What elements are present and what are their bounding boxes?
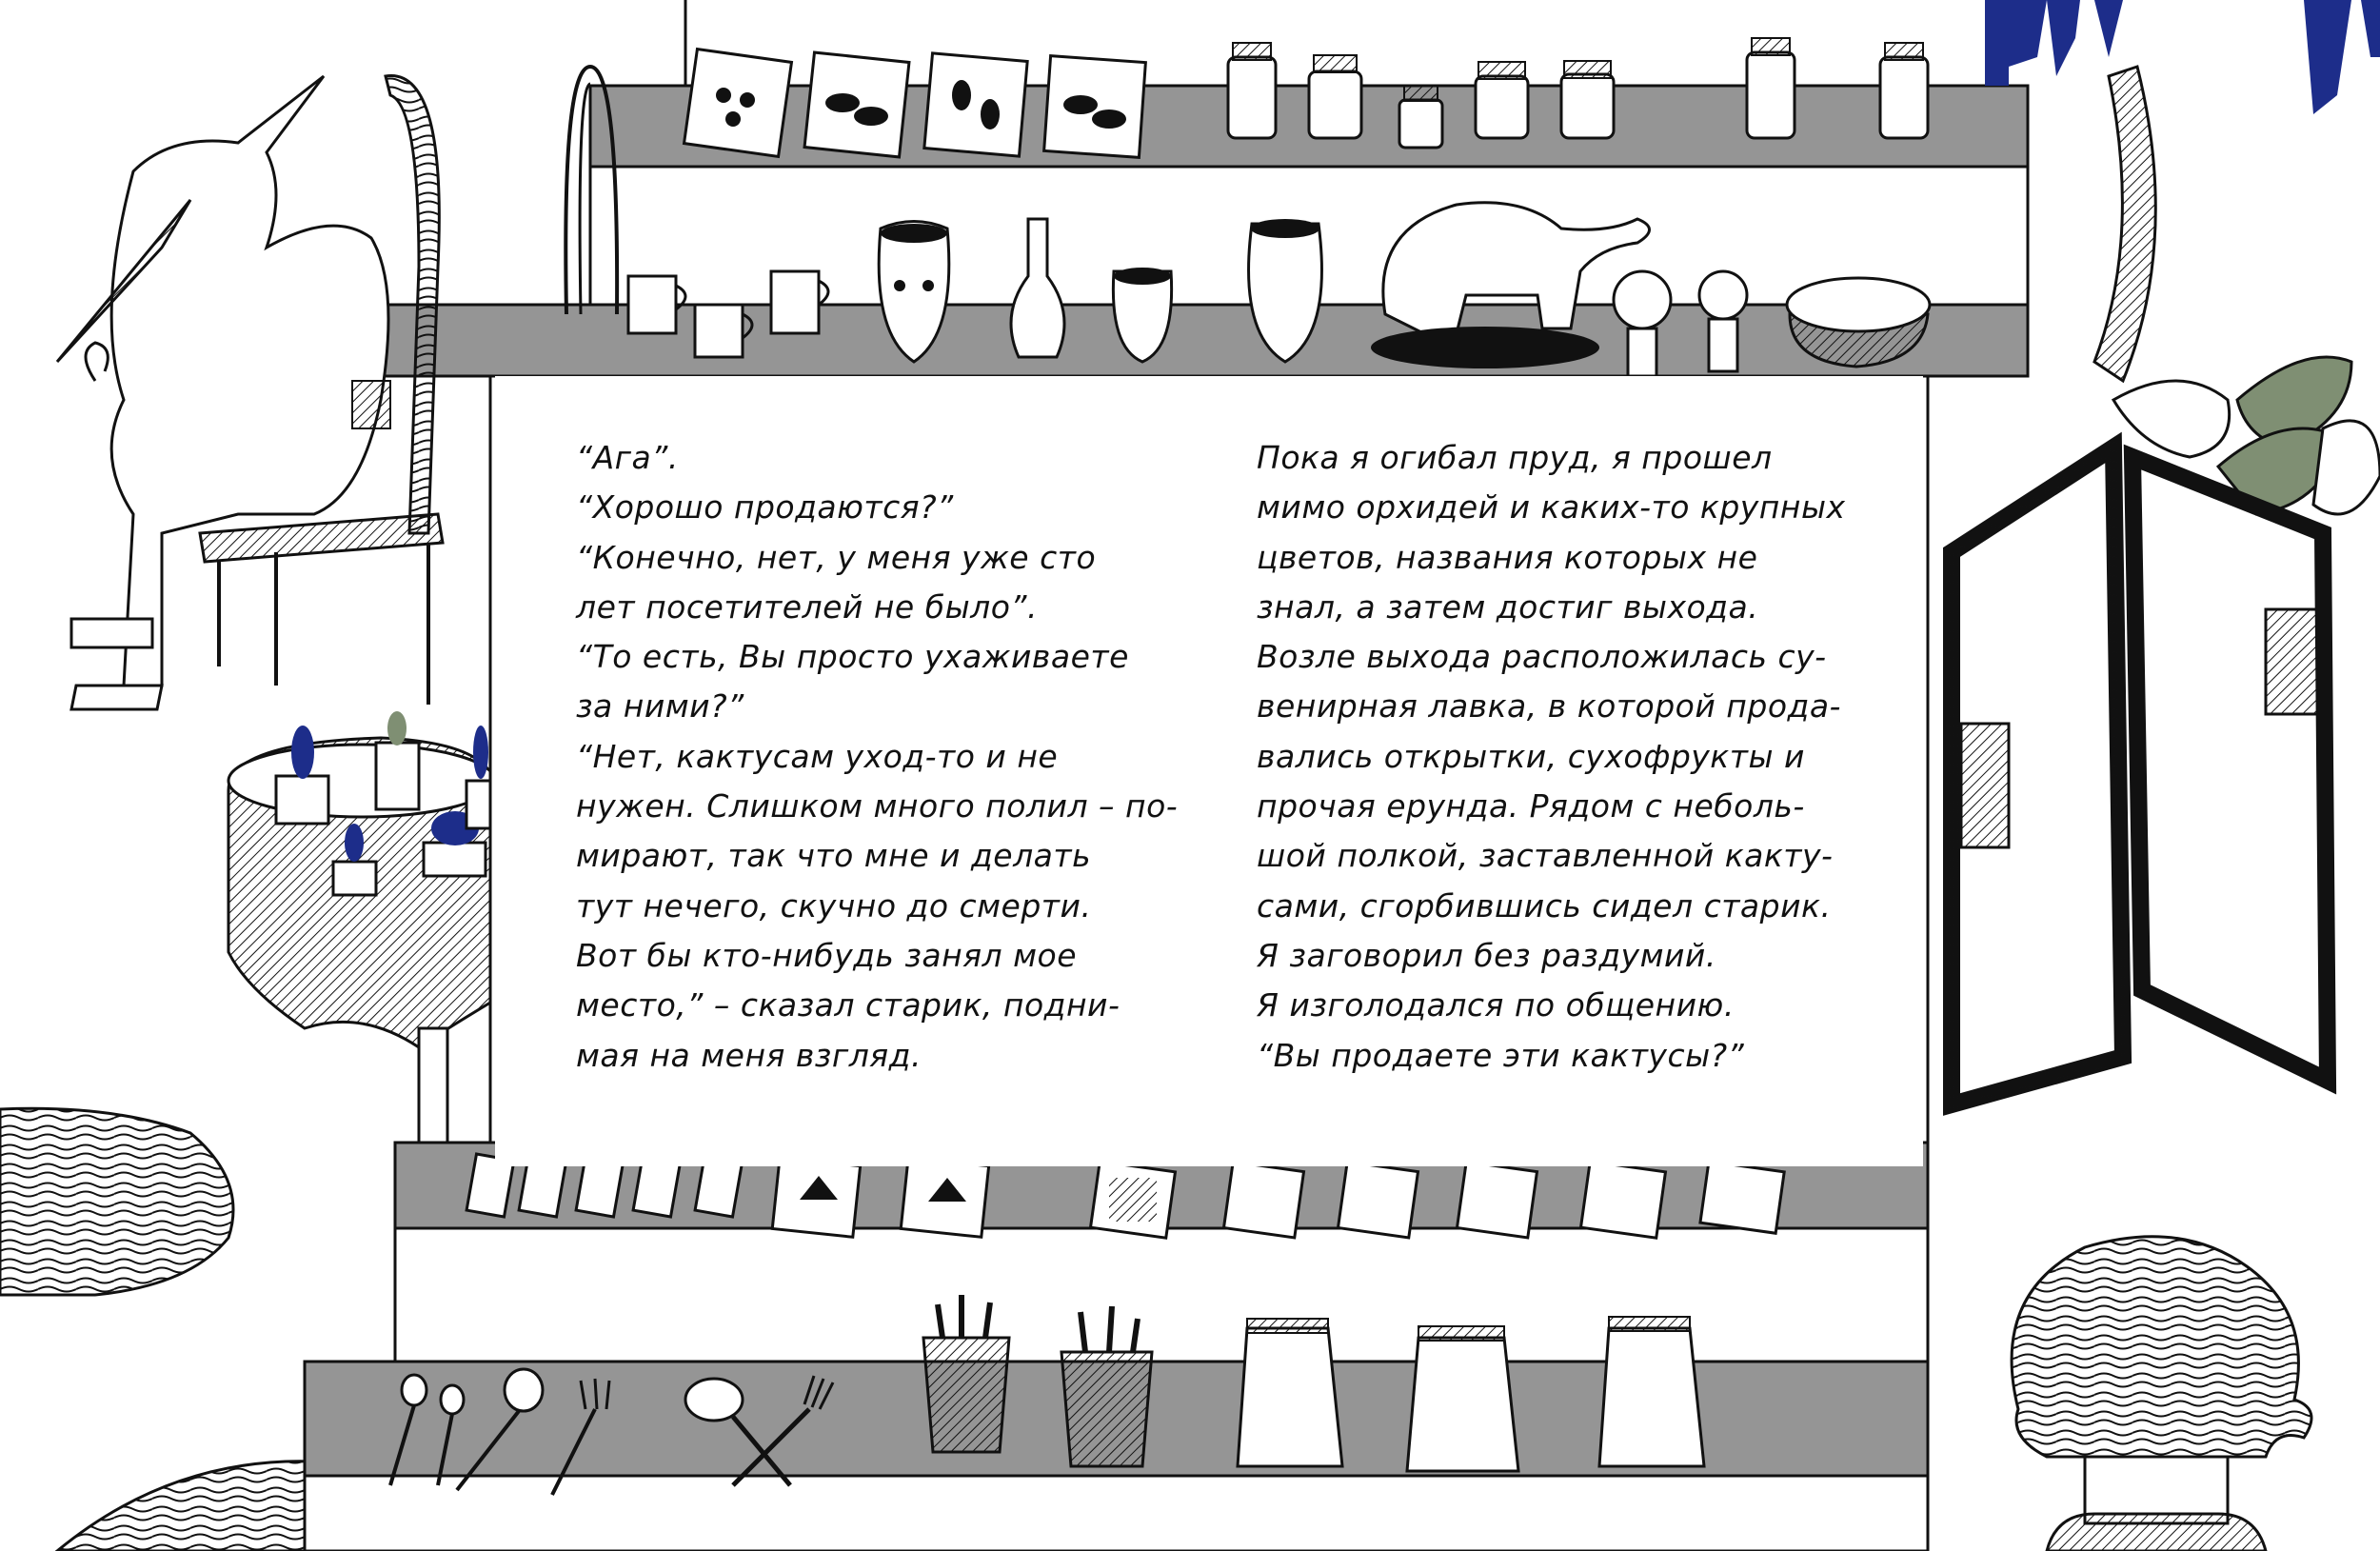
vase-icon xyxy=(1247,219,1323,364)
text-line: “Конечно, нет, у меня уже сто xyxy=(576,538,1097,576)
text-line: Я заговорил без раздумий. xyxy=(1257,936,1716,974)
left-text-column: “Ага”. “Хорошо продаются?” “Конечно, нет… xyxy=(576,433,1185,1081)
pencil-holders xyxy=(922,1295,1154,1468)
jar-icon xyxy=(1745,37,1796,140)
jar-icon xyxy=(1226,42,1278,140)
text-line: Возле выхода расположилась су- xyxy=(1257,638,1827,676)
text-line: нужен. Слишком много полил – по- xyxy=(576,787,1179,825)
cactus-table xyxy=(227,711,497,1268)
mug-icon xyxy=(626,274,687,335)
mug-icon xyxy=(769,269,830,335)
spoon-icon xyxy=(436,1383,466,1486)
text-line: мая на меня взгляд. xyxy=(576,1036,922,1074)
text-line: “Хорошо продаются?” xyxy=(576,488,954,527)
seed-packet-icon xyxy=(922,51,1029,158)
postcard-icon xyxy=(1336,1160,1420,1240)
second-shelf-items xyxy=(626,201,1932,378)
text-line: Пока я огибал пруд, я прошел xyxy=(1257,439,1773,476)
spoon-icon xyxy=(388,1373,428,1486)
cactus-pot-icon xyxy=(374,711,421,811)
spoon-icon xyxy=(684,1377,792,1487)
jar-icon xyxy=(1474,61,1530,140)
cactus-pot-icon xyxy=(422,811,487,878)
seed-packets xyxy=(682,47,1147,159)
jars xyxy=(1226,37,1930,149)
basket-icon xyxy=(1060,1305,1154,1468)
lion-figurine-icon xyxy=(1612,269,1673,378)
postcard-icon xyxy=(1578,1160,1668,1240)
text-line: цветов, названия которых не xyxy=(1257,538,1758,576)
utensils xyxy=(388,1367,835,1496)
jar-icon xyxy=(1398,85,1444,149)
seed-packet-icon xyxy=(803,50,911,159)
text-line: мимо орхидей и каких-то крупных xyxy=(1257,488,1846,527)
wood-rug xyxy=(0,1106,316,1551)
jar-icon xyxy=(1878,42,1930,140)
text-line: за ними?” xyxy=(576,687,744,726)
vase-icon xyxy=(1009,217,1066,359)
story-text-panel: “Ага”. “Хорошо продаются?” “Конечно, нет… xyxy=(495,376,1923,1166)
hanging-plant xyxy=(1985,0,2380,384)
postcard-icon xyxy=(770,1156,863,1239)
text-line: венирная лавка, в которой прода- xyxy=(1257,687,1841,726)
plant-icon xyxy=(2111,355,2380,516)
jar-icon xyxy=(1307,54,1363,140)
jar-icon xyxy=(1559,60,1616,140)
text-line: лет посетителей не было”. xyxy=(576,587,1038,626)
postcard-icon xyxy=(1088,1160,1178,1240)
cactus-pot-icon xyxy=(331,824,378,897)
postcard-icon xyxy=(1221,1160,1306,1240)
seed-packet-icon xyxy=(682,47,794,159)
text-line: “Вы продаете эти кактусы?” xyxy=(1257,1036,1745,1074)
text-line: Вот бы кто-нибудь занял мое xyxy=(576,936,1078,974)
chair-icon xyxy=(84,74,445,705)
boy-head-icon xyxy=(2010,1235,2313,1551)
text-line: шой полкой, заставленной какту- xyxy=(1257,837,1834,875)
text-line: “Нет, кактусам уход-то и не xyxy=(576,737,1059,775)
old-man-icon xyxy=(55,74,391,711)
text-line: знал, а затем достиг выхода. xyxy=(1257,587,1759,626)
text-line: прочая ерунда. Рядом с неболь- xyxy=(1257,787,1805,825)
text-line: “То есть, Вы просто ухаживаете xyxy=(576,638,1129,676)
vase-icon xyxy=(877,220,951,364)
cat-figurine-icon xyxy=(1697,269,1749,373)
bag-icon xyxy=(1236,1318,1344,1468)
text-line: тут нечего, скучно до смерти. xyxy=(576,886,1092,925)
postcard-icon xyxy=(1455,1160,1539,1240)
window-frame-icon xyxy=(1943,431,2337,1116)
text-line: “Ага”. xyxy=(576,439,679,476)
vase-icon xyxy=(1111,268,1174,364)
mug-icon xyxy=(693,303,754,359)
basket-icon xyxy=(922,1295,1011,1454)
postcard-icon xyxy=(1698,1160,1786,1235)
text-line: место,” – сказал старик, подни- xyxy=(576,986,1121,1024)
postcard-icon xyxy=(899,1156,991,1239)
right-text-column: Пока я огибал пруд, я прошел мимо орхиде… xyxy=(1257,433,1866,1081)
text-line: вались открытки, сухофрукты и xyxy=(1257,737,1805,775)
fork-icon xyxy=(731,1375,835,1487)
cactus-pot-icon xyxy=(274,726,330,825)
coffee-bags xyxy=(1236,1316,1706,1473)
fork-icon xyxy=(550,1378,611,1496)
text-line: Я изголодался по общению. xyxy=(1257,986,1735,1024)
postcards xyxy=(465,1152,1786,1240)
elephant-figurine-icon xyxy=(1371,201,1651,368)
seed-packet-icon xyxy=(1042,54,1147,159)
text-line: сами, сгорбившись сидел старик. xyxy=(1257,886,1832,925)
basket-icon xyxy=(1785,276,1932,368)
bag-icon xyxy=(1405,1325,1520,1473)
text-line: мирают, так что мне и делать xyxy=(576,837,1092,875)
bag-icon xyxy=(1597,1316,1706,1468)
spoon-icon xyxy=(455,1367,545,1492)
